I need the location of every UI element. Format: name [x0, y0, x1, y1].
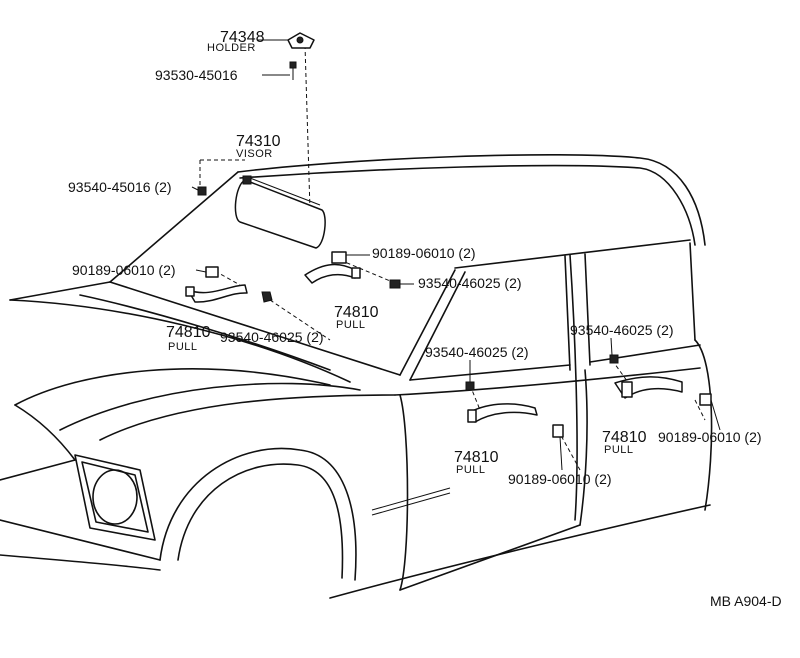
- visor-screw-number: 93540-45016 (2): [68, 179, 172, 195]
- wheel-arch-inner: [177, 463, 344, 579]
- hood-edge: [9, 299, 351, 383]
- hood-line-2: [79, 294, 331, 371]
- rocker-panel: [399, 524, 581, 591]
- pull-front-right-icon: [304, 263, 361, 284]
- clip-front-right-icon: [331, 251, 347, 264]
- clip-rear-icon: [699, 393, 712, 406]
- holder-screw-number: 93530-45016: [155, 67, 238, 83]
- pull-front-right-name: PULL: [336, 319, 366, 331]
- hood-crease: [59, 382, 361, 431]
- rear-window-sill: [589, 344, 701, 363]
- screw-rear-number: 93540-46025 (2): [570, 322, 674, 338]
- clip-front-left-number: 90189-06010 (2): [72, 262, 176, 278]
- figure-code: MB A904-D: [710, 593, 782, 609]
- screw-front-right-icon: [389, 279, 401, 289]
- holder-screw-icon: [289, 61, 297, 80]
- clip-rear-number: 90189-06010 (2): [658, 429, 762, 445]
- visor-part-name: VISOR: [236, 148, 273, 160]
- clip-middle-icon: [552, 424, 564, 438]
- screw-rear-icon: [609, 354, 619, 364]
- hood-top: [9, 281, 111, 301]
- headlight: [74, 454, 156, 541]
- grille-side: [0, 459, 76, 481]
- windshield-base: [109, 281, 401, 376]
- pull-rear-icon: [614, 376, 683, 399]
- pull-rear-name: PULL: [604, 444, 634, 456]
- fender-front: [14, 404, 76, 461]
- front-window-frame: [564, 255, 571, 371]
- rear-window-frame: [584, 253, 591, 366]
- lower-fender: [0, 554, 161, 571]
- clip-front-right-number: 90189-06010 (2): [372, 245, 476, 261]
- rear-window-rear: [689, 242, 696, 341]
- clip-front-left-icon: [205, 266, 219, 278]
- windshield-left-pillar: [109, 171, 239, 283]
- screw-front-left-icon: [261, 291, 273, 303]
- roof-outline: [237, 154, 706, 246]
- bumper: [0, 519, 161, 561]
- leader-lines: [191, 39, 721, 471]
- rear-door-front-edge: [579, 369, 588, 526]
- visor-screw-icon: [197, 186, 207, 196]
- roof-edge: [239, 164, 696, 246]
- pull-middle-name: PULL: [456, 464, 486, 476]
- callout-pull-front-right: 74810 PULL: [334, 304, 379, 331]
- fender-top: [99, 394, 396, 441]
- callout-pull-rear: 74810 PULL: [602, 429, 647, 456]
- pull-front-left-icon: [185, 284, 248, 303]
- holder-part-icon: [287, 32, 315, 49]
- front-door-front-edge: [399, 394, 409, 591]
- screw-middle-icon: [465, 381, 475, 391]
- front-door-rear-edge: [569, 254, 578, 521]
- rear-door-rear-edge: [694, 339, 713, 511]
- front-window-sill: [409, 364, 571, 381]
- pull-middle-part-number: 74810: [454, 449, 499, 466]
- holder-part-name: HOLDER: [207, 42, 256, 54]
- visor-part-icon: [234, 175, 326, 249]
- callout-visor: 74310 VISOR: [236, 133, 281, 160]
- wheel-arch: [159, 447, 357, 581]
- callout-pull-middle: 74810 PULL: [454, 449, 499, 476]
- pull-front-right-part-number: 74810: [334, 304, 379, 321]
- clip-middle-number: 90189-06010 (2): [508, 471, 612, 487]
- holder-part-number: 74348: [220, 29, 265, 46]
- body-molding-2: [371, 492, 451, 516]
- pull-front-left-part-number: 74810: [166, 324, 211, 341]
- hood-front: [14, 368, 331, 406]
- vehicle-body: [0, 154, 713, 599]
- door-bottom: [329, 504, 711, 599]
- a-pillar-inner: [409, 271, 466, 381]
- belt-line: [394, 367, 701, 396]
- body-molding: [371, 487, 451, 511]
- pull-front-left-name: PULL: [168, 341, 198, 353]
- visor-part-number: 74310: [236, 133, 281, 150]
- door-top: [454, 239, 691, 269]
- a-pillar: [399, 269, 456, 376]
- pull-middle-icon: [467, 403, 538, 423]
- pull-rear-part-number: 74810: [602, 429, 647, 446]
- callout-holder: 74348 HOLDER: [207, 29, 265, 54]
- screw-front-left-number: 93540-46025 (2): [220, 329, 324, 345]
- screw-front-right-number: 93540-46025 (2): [418, 275, 522, 291]
- reference-lines: [199, 44, 706, 471]
- screw-middle-number: 93540-46025 (2): [425, 344, 529, 360]
- callout-pull-front-left: 74810 PULL: [166, 324, 211, 353]
